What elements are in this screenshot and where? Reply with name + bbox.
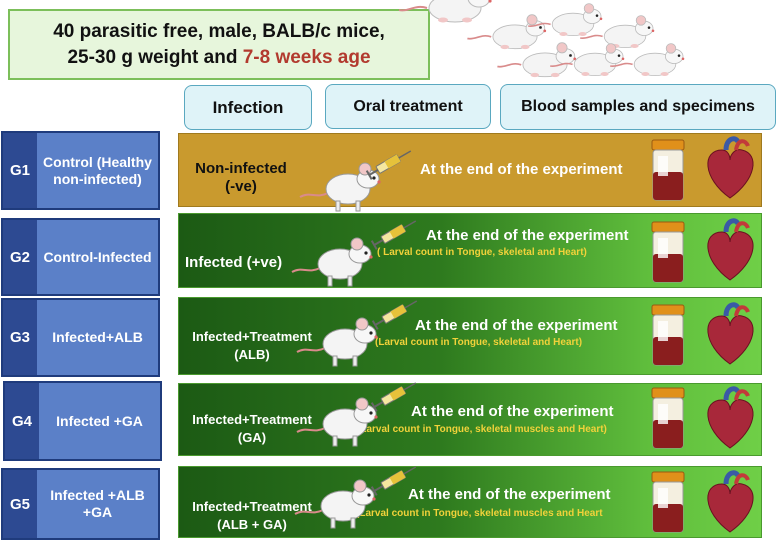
end-experiment-text: At the end of the experiment [411,403,614,420]
mouse-icon [291,237,374,287]
header-oral-treatment: Oral treatment [325,84,491,129]
heart-icon [730,250,731,251]
header-infection: Infection [184,85,312,130]
mouse-icon [296,317,379,367]
group-label: Infected +GA [39,383,160,459]
group-g2: G2 Control-Infected [1,218,160,296]
group-id: G5 [3,470,37,538]
sample-jar-icon [651,139,685,201]
panel-status-text: Non-infected (-ve) [195,160,287,195]
group-g3: G3 Infected+ALB [1,298,160,377]
mouse-icon [299,162,382,212]
heart-icon [730,168,731,169]
panel-status-text: Infected+Treatment (ALB) [192,329,312,362]
group-id: G1 [3,133,37,208]
title-line-1: 40 parasitic free, male, BALB/c mice, [53,20,385,42]
group-label: Infected+ALB [37,300,158,375]
header-blood-samples: Blood samples and specimens [500,84,776,130]
group-id: G2 [3,220,37,294]
syringe-icon [370,461,420,497]
group-label: Infected +ALB +GA [37,470,158,538]
sample-jar-icon [651,471,685,533]
mouse-icon [296,397,379,447]
heart-icon [730,418,731,419]
heart-icon [730,334,731,335]
panel-status-text: Infected (+ve) [185,254,283,271]
syringe-icon [371,295,421,331]
heart-icon [730,502,731,503]
larval-count-text: (Larval count in Tongue, skeletal muscle… [356,508,603,519]
title-age-highlight: 7-8 weeks age [242,46,371,68]
title-line-2-prefix: 25-30 g weight and [67,46,243,68]
end-experiment-text: At the end of the experiment [408,486,611,503]
group-id: G3 [3,300,37,375]
mice-group-icon [398,0,686,78]
larval-count-text: ( Larval count in Tongue, skeletal and H… [377,247,587,258]
group-id: G4 [5,383,39,459]
syringe-icon [365,145,415,181]
sample-jar-icon [651,387,685,449]
group-g1: G1 Control (Healthy non-infected) [1,131,160,210]
group-label: Control (Healthy non-infected) [37,133,158,208]
sample-jar-icon [651,221,685,283]
panel-status-text: Infected+Treatment (ALB + GA) [192,499,312,532]
syringe-icon [370,215,420,251]
group-g4: G4 Infected +GA [3,381,162,461]
group-g5: G5 Infected +ALB +GA [1,468,160,540]
larval-count-text: (Larval count in Tongue, skeletal muscle… [357,424,607,435]
end-experiment-text: At the end of the experiment [415,317,618,334]
sample-jar-icon [651,304,685,366]
end-experiment-text: At the end of the experiment [420,161,623,178]
group-label: Control-Infected [37,220,158,294]
study-subjects-box: 40 parasitic free, male, BALB/c mice, 25… [8,9,430,80]
panel-status-text: Infected+Treatment (GA) [192,412,312,445]
title-line-2: 25-30 g weight and 7-8 weeks age [67,45,370,71]
larval-count-text: (Larval count in Tongue, skeletal and He… [375,337,583,348]
end-experiment-text: At the end of the experiment [426,227,629,244]
syringe-icon [370,377,420,413]
mouse-icon [294,479,377,529]
